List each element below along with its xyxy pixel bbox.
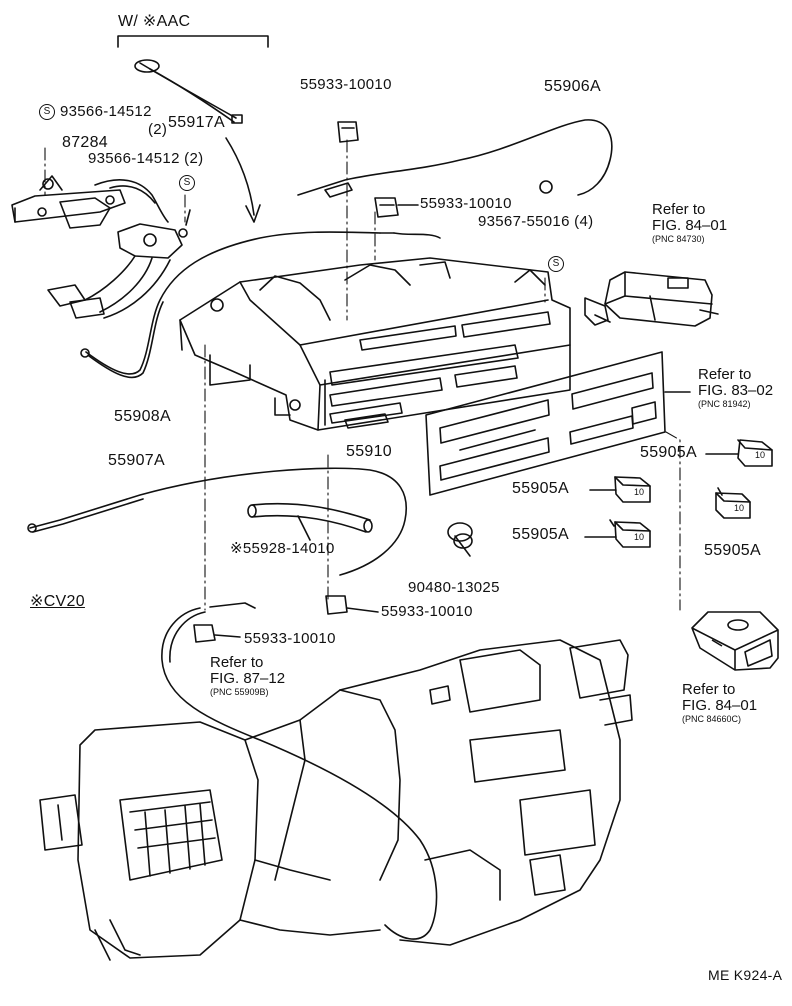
part-55933-10010-low: 55933-10010 [381,603,473,620]
knob-55905A-mid-left [589,476,651,503]
ref-fig-87-12-heater: Refer to FIG. 87–12 (PNC 55909B) [210,655,285,697]
clamp-55933-bottom [193,624,241,643]
ref-line2: FIG. 84–01 [682,696,758,714]
part-55905A-mid-left: 55905A [512,480,569,497]
cv20-note: ※CV20 [30,593,85,610]
part-87284: 87284 [62,134,108,151]
part-55907A: 55907A [108,452,165,469]
ref-fig-84-01-fan: Refer to FIG. 84–01 (PNC 84730) [652,202,727,244]
part-93566-14512-b: 93566-14512 (2) [88,150,204,167]
ref-line2: FIG. 87–12 [210,669,286,687]
control-panel [425,351,691,496]
knob-marking: 10 [734,503,745,513]
ref-line1: Refer to [210,654,264,671]
ref-line3: (PNC 84660C) [682,713,742,724]
sensor-lead-55917A [134,59,243,124]
s-symbol-icon: S [548,256,564,272]
clamp-55933-mid [374,197,419,218]
s-symbol-icon: S [39,104,55,120]
part-90480-13025: 90480-13025 [408,579,500,596]
footer-code: ME K924-A [708,967,783,983]
arrow-to-control [225,137,255,216]
part-93566-14512-a: 93566-14512 [60,103,152,120]
switch-module [691,611,779,671]
cable-55907A [29,467,407,576]
knob-marking: 10 [634,532,645,542]
part-55928-14010: ※55928-14010 [230,540,335,557]
knob-55905A-top [705,439,773,467]
knob-55905A-right [715,487,751,519]
knob-55905A-low-left [584,519,651,548]
part-55905A-top: 55905A [640,444,697,461]
ref-fig-83-02-panel: Refer to FIG. 83–02 (PNC 81942) [698,367,773,409]
part-55933-10010-bottom: 55933-10010 [244,630,336,647]
ref-fig-84-01-switch: Refer to FIG. 84–01 (PNC 84660C) [682,682,757,724]
ref-line2: FIG. 83–02 [698,381,774,399]
ref-line1: Refer to [652,201,706,218]
cable-55908A [85,231,381,375]
part-55908A: 55908A [114,408,171,425]
aac-header-label: W/ ※AAC [118,13,191,30]
part-55905A-right: 55905A [704,542,761,559]
harness-connector [47,255,171,319]
part-93566-14512-a-qty: (2) [148,121,168,138]
ref-line3: (PNC 81942) [698,398,751,409]
knob-marking: 10 [755,450,766,460]
ref-line1: Refer to [682,681,736,698]
part-55917A: 55917A [168,114,225,131]
aspirator-87284 [11,175,191,259]
fan-switch [584,271,719,327]
control-head-55910 [179,257,571,431]
clamp-55933-low [325,595,379,615]
part-55933-10010-top: 55933-10010 [300,76,392,93]
ref-line3: (PNC 84730) [652,233,705,244]
ref-line1: Refer to [698,366,752,383]
part-93567-55016: 93567-55016 (4) [478,213,594,230]
knob-marking: 10 [634,487,645,497]
heater-cable [161,607,438,940]
ref-line2: FIG. 84–01 [652,216,728,234]
hose-55928 [247,502,373,541]
part-55910: 55910 [346,443,392,460]
part-55906A: 55906A [544,78,601,95]
ref-line3: (PNC 55909B) [210,686,269,697]
aac-bracket [117,35,269,48]
heater-unit [39,639,633,961]
part-55933-10010-mid: 55933-10010 [420,195,512,212]
cable-55906A [297,119,613,196]
s-symbol-icon: S [179,175,195,191]
part-55905A-low-left: 55905A [512,526,569,543]
grommet-90480 [447,522,473,557]
clamp-55933-top [337,121,359,143]
